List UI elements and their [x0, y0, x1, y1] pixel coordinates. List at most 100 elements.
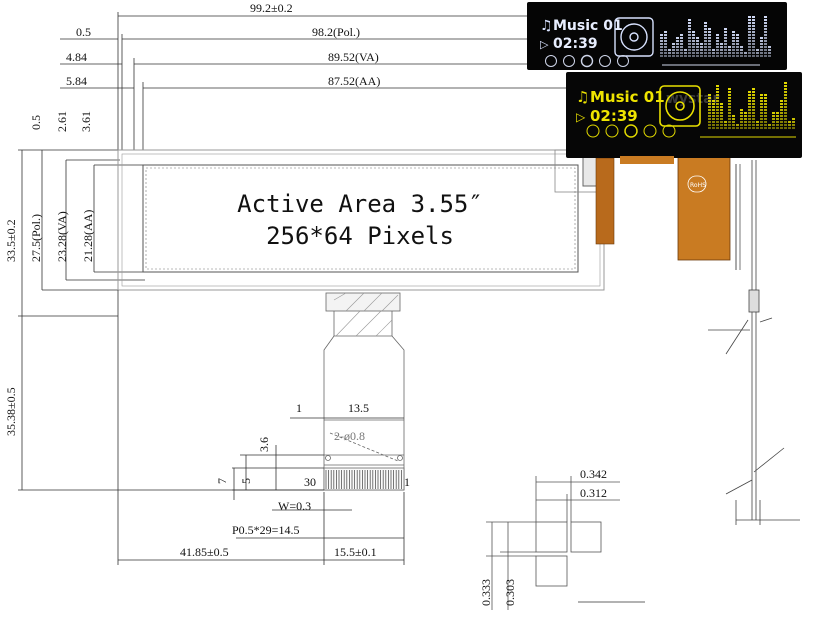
equalizer-segment: [724, 121, 727, 123]
equalizer-segment: [708, 94, 711, 96]
equalizer-segment: [720, 43, 723, 45]
equalizer-segment: [688, 40, 691, 42]
equalizer-segment: [708, 40, 711, 42]
equalizer-segment: [732, 43, 735, 45]
equalizer-segment: [748, 127, 751, 129]
equalizer-segment: [736, 46, 739, 48]
equalizer-segment: [696, 37, 699, 39]
equalizer-segment: [784, 112, 787, 114]
equalizer-segment: [752, 109, 755, 111]
equalizer-segment: [736, 37, 739, 39]
equalizer-segment: [752, 103, 755, 105]
equalizer-segment: [688, 49, 691, 51]
equalizer-segment: [764, 97, 767, 99]
equalizer-segment: [692, 49, 695, 51]
equalizer-segment: [784, 94, 787, 96]
dim-dot-pitch-y: 0.333: [479, 579, 493, 606]
equalizer-segment: [748, 37, 751, 39]
equalizer-segment: [720, 118, 723, 120]
equalizer-bars-yellow: [708, 82, 795, 129]
equalizer-segment: [752, 34, 755, 36]
equalizer-segment: [716, 37, 719, 39]
oled-player-white: ♫ Music 01 ▷ 02:39: [540, 16, 771, 68]
equalizer-segment: [692, 37, 695, 39]
equalizer-segment: [716, 55, 719, 57]
equalizer-segment: [676, 46, 679, 48]
equalizer-segment: [784, 85, 787, 87]
equalizer-segment: [708, 97, 711, 99]
equalizer-segment: [716, 43, 719, 45]
equalizer-segment: [740, 121, 743, 123]
equalizer-segment: [760, 118, 763, 120]
equalizer-segment: [784, 127, 787, 129]
equalizer-segment: [680, 55, 683, 57]
equalizer-segment: [680, 52, 683, 54]
equalizer-segment: [760, 55, 763, 57]
equalizer-segment: [732, 115, 735, 117]
equalizer-segment: [684, 55, 687, 57]
player-2-time: 02:39: [590, 107, 638, 125]
equalizer-segment: [688, 46, 691, 48]
equalizer-segment: [728, 55, 731, 57]
equalizer-segment: [780, 115, 783, 117]
equalizer-segment: [764, 22, 767, 24]
dim-5.84: 5.84: [66, 74, 87, 88]
equalizer-segment: [760, 124, 763, 126]
equalizer-segment: [680, 43, 683, 45]
equalizer-segment: [780, 121, 783, 123]
equalizer-segment: [772, 127, 775, 129]
equalizer-segment: [748, 16, 751, 18]
equalizer-segment: [700, 52, 703, 54]
equalizer-segment: [748, 94, 751, 96]
equalizer-segment: [724, 127, 727, 129]
equalizer-segment: [676, 40, 679, 42]
equalizer-segment: [676, 52, 679, 54]
equalizer-segment: [664, 40, 667, 42]
dim-pol-height: 27.5(Pol.): [29, 214, 43, 262]
equalizer-segment: [764, 52, 767, 54]
dim-dot-pitch-x: 0.342: [580, 467, 607, 481]
equalizer-segment: [784, 121, 787, 123]
top-dimensions: [60, 12, 570, 150]
play-icon: [580, 54, 594, 68]
equalizer-segment: [660, 49, 663, 51]
equalizer-segment: [748, 109, 751, 111]
equalizer-segment: [748, 28, 751, 30]
equalizer-segment: [764, 112, 767, 114]
equalizer-segment: [776, 124, 779, 126]
equalizer-segment: [704, 43, 707, 45]
equalizer-segment: [752, 91, 755, 93]
equalizer-segment: [752, 124, 755, 126]
equalizer-segment: [768, 127, 771, 129]
equalizer-segment: [732, 34, 735, 36]
equalizer-segment: [720, 124, 723, 126]
dim-overall-height: 33.5±0.2: [4, 219, 18, 262]
equalizer-segment: [736, 52, 739, 54]
equalizer-segment: [736, 43, 739, 45]
equalizer-segment: [780, 106, 783, 108]
equalizer-segment: [664, 52, 667, 54]
equalizer-segment: [772, 124, 775, 126]
equalizer-segment: [692, 55, 695, 57]
equalizer-segment: [716, 112, 719, 114]
equalizer-segment: [712, 109, 715, 111]
equalizer-segment: [672, 49, 675, 51]
equalizer-segment: [732, 40, 735, 42]
equalizer-segment: [792, 121, 795, 123]
equalizer-segment: [708, 46, 711, 48]
equalizer-segment: [700, 55, 703, 57]
dim-fpc-13.5: 13.5: [348, 401, 369, 415]
equalizer-segment: [664, 46, 667, 48]
equalizer-segment: [752, 37, 755, 39]
equalizer-segment: [784, 109, 787, 111]
active-area-pixels: 256*64 Pixels: [266, 222, 454, 250]
equalizer-segment: [780, 100, 783, 102]
equalizer-segment: [680, 40, 683, 42]
equalizer-segment: [764, 37, 767, 39]
equalizer-segment: [784, 82, 787, 84]
dim-fpc-5: 5: [239, 478, 253, 484]
equalizer-segment: [732, 127, 735, 129]
equalizer-segment: [716, 49, 719, 51]
equalizer-segment: [676, 55, 679, 57]
equalizer-segment: [764, 109, 767, 111]
